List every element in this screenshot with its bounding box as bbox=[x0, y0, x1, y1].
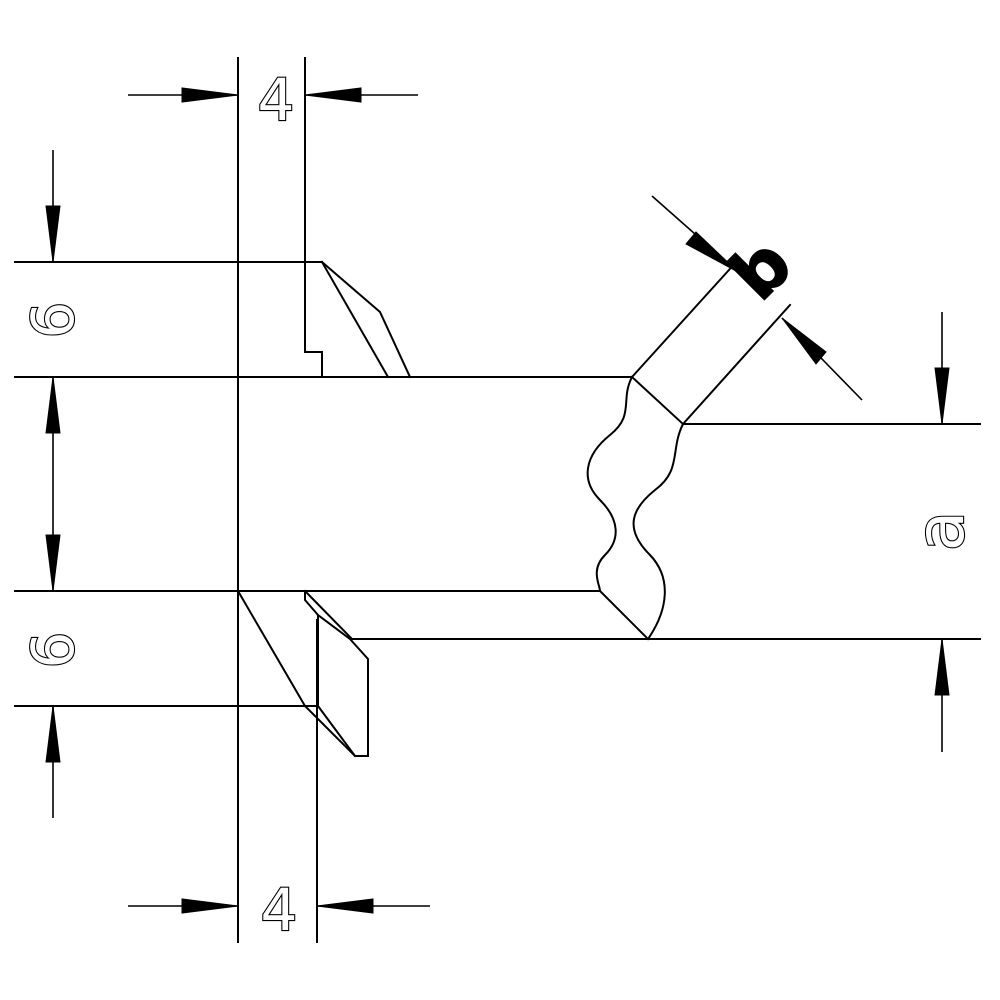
dim-upper-6-arrow-top bbox=[45, 205, 61, 263]
right-break-line bbox=[632, 422, 685, 641]
dim-a-label: a bbox=[902, 511, 979, 551]
backing-inner-edge bbox=[316, 613, 352, 641]
dim-lower-6: 6 bbox=[18, 630, 88, 818]
dim-middle-gap-arrow-top bbox=[45, 376, 61, 434]
dim-b: b bbox=[651, 195, 863, 401]
lower-weld-face bbox=[236, 589, 307, 708]
dim-top-4-right-arrow bbox=[304, 87, 362, 103]
dim-lower-6-label: 6 bbox=[19, 632, 87, 669]
break-section bbox=[586, 258, 792, 641]
dim-top-4: 4 bbox=[128, 65, 418, 135]
upper-weld bbox=[304, 260, 412, 379]
dim-b-arrow-lower bbox=[781, 317, 827, 365]
dim-bottom-4-label: 4 bbox=[261, 876, 298, 944]
dim-middle-gap-arrow-bottom bbox=[45, 534, 61, 592]
dim-lower-6-arrow-bottom bbox=[45, 705, 61, 763]
upper-weld-outline bbox=[320, 260, 412, 379]
dim-bottom-4: 4 bbox=[128, 875, 430, 945]
dim-a-arrow-bottom bbox=[934, 638, 950, 696]
backing-outline bbox=[304, 590, 369, 757]
dim-bottom-4-right-arrow bbox=[316, 898, 374, 914]
backing-bottom-chamfer bbox=[303, 704, 357, 758]
plate-edges bbox=[14, 261, 981, 707]
extension-lines bbox=[237, 57, 318, 943]
left-break-line bbox=[586, 375, 634, 593]
weld-leg-ext-2 bbox=[681, 303, 792, 426]
weld-leg-ext-1 bbox=[630, 258, 740, 379]
oblique-bottom-end bbox=[598, 589, 650, 641]
dim-upper-6: 6 bbox=[18, 150, 88, 340]
lower-weld bbox=[236, 589, 369, 758]
dim-upper-6-label: 6 bbox=[19, 302, 87, 339]
dim-bottom-4-left-arrow bbox=[181, 898, 239, 914]
dim-b-label: b bbox=[714, 222, 807, 315]
backing-top-edge bbox=[303, 589, 354, 641]
upper-weld-face bbox=[320, 260, 390, 379]
oblique-top-end bbox=[630, 375, 685, 426]
upper-weld-step bbox=[304, 351, 323, 378]
dim-b-arrow-upper bbox=[685, 231, 739, 273]
dim-middle-gap bbox=[45, 376, 61, 592]
dim-top-4-label: 4 bbox=[258, 66, 295, 134]
dim-a: a bbox=[901, 312, 980, 752]
dim-top-4-left-arrow bbox=[181, 87, 239, 103]
dim-a-arrow-top bbox=[934, 367, 950, 425]
